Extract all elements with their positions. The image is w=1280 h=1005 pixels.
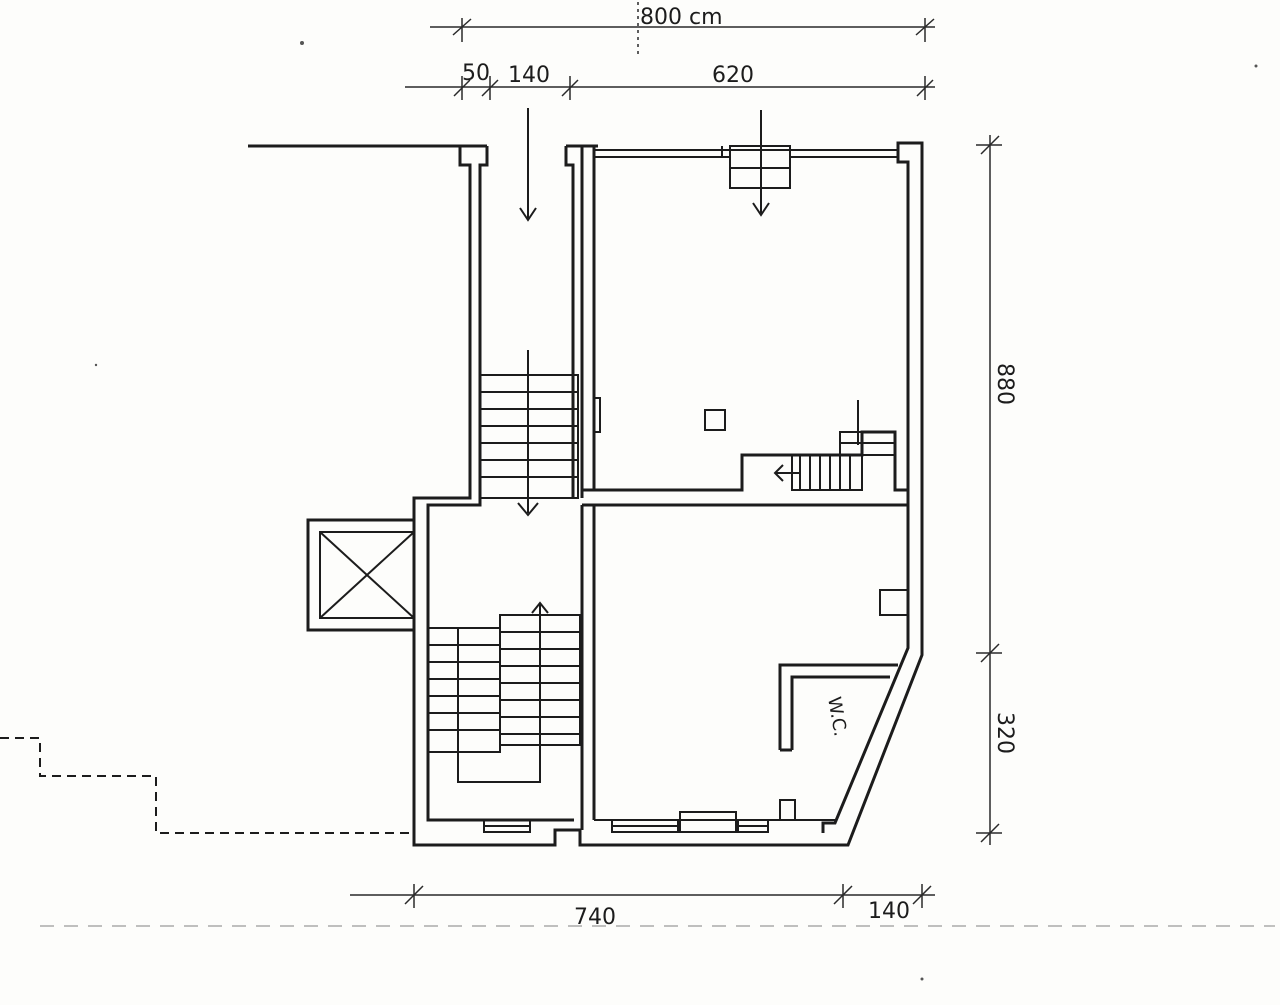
elevator-shaft	[306, 518, 415, 632]
lower-stair-flight	[427, 614, 581, 783]
rear-jamb	[779, 799, 796, 820]
dim-slash	[561, 79, 579, 97]
dim-slash	[980, 643, 1000, 663]
speck	[300, 41, 304, 45]
dim-slash	[481, 79, 499, 97]
dim-label-800: 800 cm	[640, 5, 723, 30]
corridor-right-wall-a	[564, 146, 575, 498]
arrow-up-stair-head	[531, 601, 549, 614]
arrow-down-stair-head	[517, 502, 539, 517]
neighbor-dashed-outline	[0, 737, 414, 834]
dim-slash	[915, 18, 935, 36]
elevator-cross-b	[319, 531, 415, 619]
site-boundary	[0, 144, 460, 834]
wall-niche	[594, 397, 601, 433]
arrow-down-shop-head	[752, 202, 770, 217]
speck	[94, 363, 98, 367]
dimension-top-segments: 50 140 620	[405, 61, 935, 100]
flow-arrows	[517, 108, 800, 745]
dim-slash	[453, 79, 471, 97]
dim-slash	[980, 823, 1000, 843]
rear-facade	[483, 799, 835, 833]
wc-wall-outer	[778, 663, 898, 750]
dim-label-620: 620	[712, 63, 754, 88]
dimension-right: 880 320	[976, 135, 1017, 845]
dim-label-140-top: 140	[508, 63, 550, 88]
dim-label-320: 320	[992, 712, 1017, 754]
elevator-cab	[319, 531, 415, 619]
speck	[1254, 64, 1258, 68]
wall-niche-right	[879, 589, 908, 616]
stair-handrail	[457, 628, 541, 783]
outer-wall-line	[412, 141, 924, 847]
wc-room: W.C.	[778, 663, 898, 752]
dim-slash	[912, 885, 932, 905]
speck	[920, 977, 924, 981]
corner-stair-outline	[791, 454, 863, 491]
scan-specks	[94, 41, 1258, 981]
arrow-left-stair-head	[773, 464, 784, 482]
dim-label-50: 50	[462, 61, 490, 86]
dim-slash	[980, 135, 1000, 155]
dim-slash	[404, 885, 424, 905]
mid-wall-top	[582, 430, 908, 492]
arrow-down-entrance-head	[519, 207, 537, 222]
dim-slash	[916, 79, 934, 97]
dim-slash	[452, 18, 472, 36]
wc-label: W.C.	[823, 695, 851, 738]
column-pillar	[704, 409, 726, 431]
dim-label-740: 740	[574, 905, 616, 930]
dim-label-140-bottom: 140	[868, 899, 910, 924]
inner-wall-line	[426, 146, 574, 822]
wc-wall-inner	[790, 675, 890, 750]
dim-label-880: 880	[992, 363, 1017, 405]
dimension-bottom: 740 140	[350, 884, 935, 930]
outer-walls	[412, 141, 924, 847]
dim-slash	[833, 885, 853, 905]
elevator-outer-wall	[306, 518, 414, 632]
rear-door-step	[679, 811, 737, 833]
stair-outline-left	[427, 627, 501, 753]
dimension-top-total: 800 cm	[430, 2, 935, 58]
shop-corner-stair	[791, 400, 896, 491]
front-facade	[592, 145, 899, 490]
